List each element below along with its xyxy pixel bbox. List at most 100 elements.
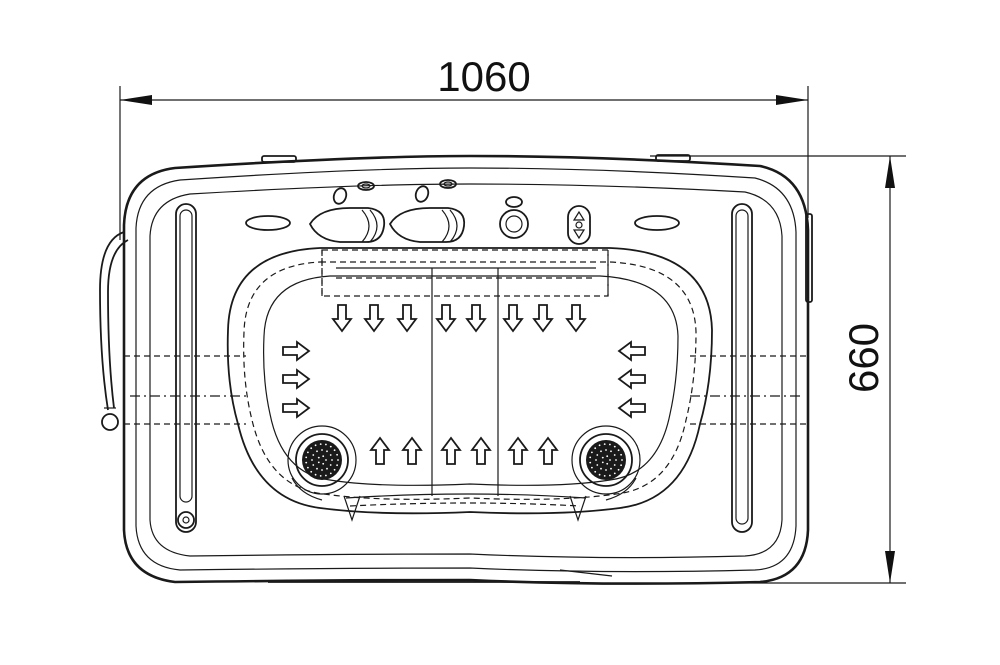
jet-nozzle-dot xyxy=(322,462,325,465)
jet-nozzle-dot xyxy=(609,443,611,446)
jet-nozzle-dot xyxy=(336,453,338,456)
jet-nozzle-dot xyxy=(316,450,318,453)
jet-nozzle-dot xyxy=(311,459,313,461)
jet-nozzle-dot xyxy=(613,445,616,448)
width-dimension-label: 1060 xyxy=(437,53,530,100)
jet-nozzle-dot xyxy=(310,470,313,473)
jet-nozzle-dot xyxy=(321,449,323,451)
jet-arrow-icon xyxy=(401,436,423,465)
jet-arrow-icon xyxy=(440,436,462,465)
jet-nozzle-dot xyxy=(329,454,332,456)
jet-nozzle-dot xyxy=(322,455,325,458)
jet-nozzle-dot xyxy=(594,447,597,450)
height-dimension-label: 660 xyxy=(840,323,887,393)
jet-nozzle-dot xyxy=(325,459,327,461)
jet-nozzle-dot xyxy=(606,455,609,458)
jet-nozzle-dot xyxy=(305,461,308,464)
jet-nozzle-dot xyxy=(621,459,623,461)
jet-nozzle-dot xyxy=(319,443,322,445)
jet-nozzle-dot xyxy=(319,475,322,477)
grab-handle-left xyxy=(175,203,197,533)
grab-handle-right xyxy=(731,203,753,533)
jet-nozzle-dot xyxy=(317,461,320,464)
jet-arrow-icon xyxy=(331,304,353,333)
jet-nozzle-dot xyxy=(596,454,599,456)
height-dimension: 660 xyxy=(650,155,906,584)
jet-nozzle-dot xyxy=(598,444,601,447)
jet-nozzle-dot xyxy=(337,459,339,461)
jet-nozzle-dot xyxy=(601,456,604,459)
headrest-pillow-icon xyxy=(388,207,466,243)
headrest-pillow-icon xyxy=(308,207,386,243)
jet-nozzle-dot xyxy=(594,470,597,473)
tub-outer-rim xyxy=(122,154,810,585)
jet-nozzle-dot xyxy=(591,466,593,469)
jet-arrow-icon xyxy=(617,368,646,390)
tub-basin xyxy=(226,247,713,515)
soap-dish-left xyxy=(245,215,291,231)
drain-icon xyxy=(177,511,195,529)
jet-nozzle-dot xyxy=(610,467,612,470)
jet-nozzle-dot xyxy=(321,469,323,471)
jet-nozzle-dot xyxy=(620,464,622,467)
jet-arrow-icon xyxy=(537,436,559,465)
control-knob-icon xyxy=(499,196,529,239)
jet-nozzle-dot xyxy=(312,454,315,456)
jet-nozzle-dot xyxy=(305,456,308,459)
jet-arrows xyxy=(282,304,646,465)
jet-nozzle-dot xyxy=(329,464,332,466)
jet-nozzle-dot xyxy=(609,474,611,477)
jet-nozzle-dot xyxy=(605,449,607,451)
jet-nozzle-dot xyxy=(314,473,317,476)
jet-arrow-icon xyxy=(465,304,487,333)
jet-nozzle-dot xyxy=(329,445,332,448)
jet-nozzle-dot xyxy=(591,451,593,454)
jet-nozzle-dot xyxy=(606,462,609,465)
jet-nozzle-dot xyxy=(316,467,318,470)
jet-nozzle-dot xyxy=(613,454,616,456)
jet-nozzle-dot xyxy=(326,467,328,470)
jet-nozzle-dot xyxy=(620,453,622,456)
jet-nozzle-dot xyxy=(605,469,607,471)
jet-nozzle-dot xyxy=(331,459,333,461)
jet-nozzle-dot xyxy=(314,444,317,447)
jet-arrow-icon xyxy=(435,304,457,333)
tub-shell xyxy=(122,154,813,585)
jet-nozzle-dot xyxy=(600,467,602,470)
jet-nozzle-dot xyxy=(617,449,620,452)
jet-arrow-icon xyxy=(617,340,646,362)
jet-nozzle-dot xyxy=(312,464,315,466)
jet-nozzle-dot xyxy=(307,451,309,454)
jet-nozzle-dot xyxy=(336,464,338,467)
jet-arrow-icon xyxy=(363,304,385,333)
jet-nozzle-dot xyxy=(317,456,320,459)
jet-nozzle-dot xyxy=(333,449,336,452)
jet-arrow-icon xyxy=(396,304,418,333)
jet-nozzle-dot xyxy=(325,474,327,477)
jet-nozzle-dot xyxy=(603,475,606,477)
jet-nozzle-dot xyxy=(595,459,597,461)
jet-arrow-icon xyxy=(470,436,492,465)
jet-nozzle-dot xyxy=(307,466,309,469)
jet-nozzle-dot xyxy=(600,450,602,453)
jet-nozzle-dot xyxy=(326,450,328,453)
jet-arrow-icon xyxy=(617,397,646,419)
whirlpool-jet-right xyxy=(571,425,641,501)
jet-nozzle-dot xyxy=(329,472,332,475)
jet-nozzle-dot xyxy=(596,464,599,466)
jet-nozzle-dot xyxy=(613,464,616,466)
jet-arrow-icon xyxy=(282,340,311,362)
jet-nozzle-dot xyxy=(589,456,592,459)
basin-outer-edge xyxy=(226,247,713,515)
up-down-button-icon xyxy=(567,205,591,245)
jet-nozzle-dot xyxy=(615,459,617,461)
jet-arrow-icon xyxy=(282,368,311,390)
jet-arrow-icon xyxy=(282,397,311,419)
jet-nozzle-dot xyxy=(333,468,336,471)
jet-arrow-icon xyxy=(532,304,554,333)
jet-nozzle-dot xyxy=(613,472,616,475)
jet-nozzle-dot xyxy=(603,443,606,445)
jet-nozzle-dot xyxy=(609,459,611,461)
jet-nozzle-dot xyxy=(617,468,620,471)
jet-arrow-icon xyxy=(369,436,391,465)
